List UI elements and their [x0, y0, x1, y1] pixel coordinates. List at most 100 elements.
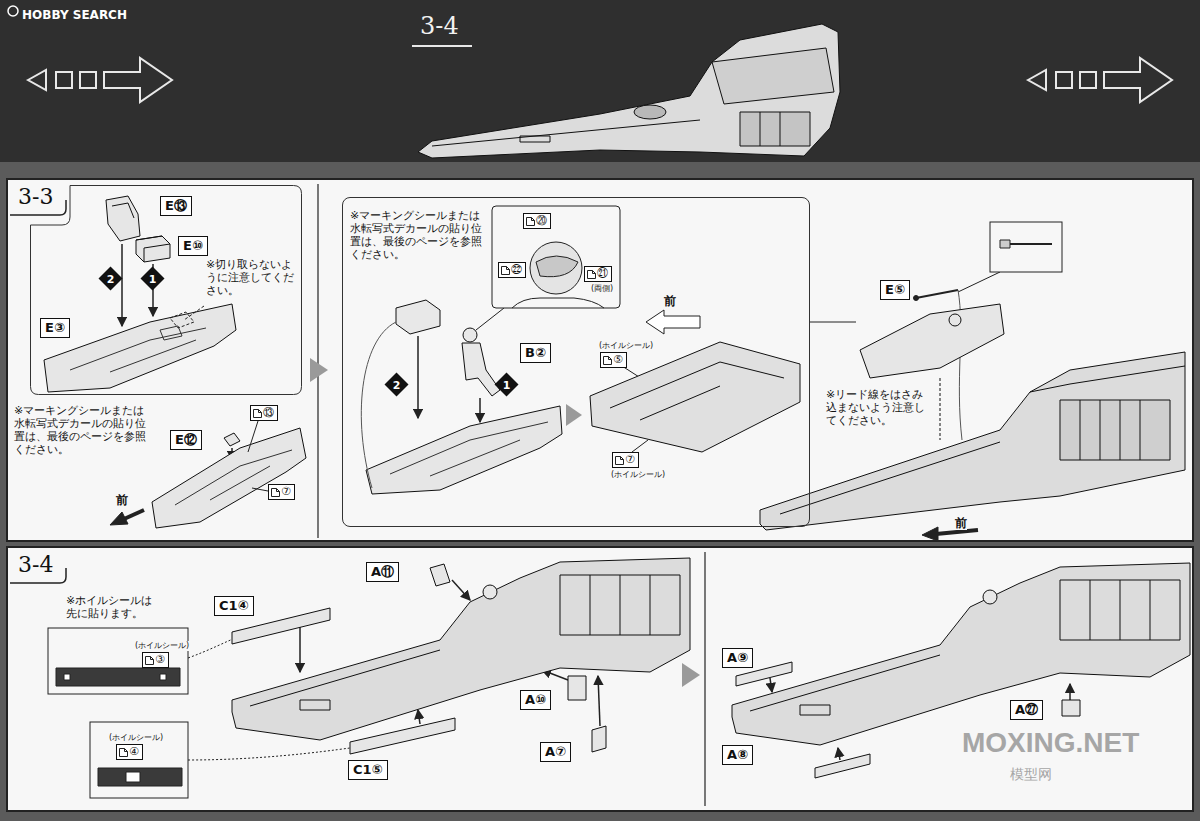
sticker-number-box: (ホイルシール)⑤	[600, 352, 627, 368]
rod-inset	[1000, 240, 1010, 248]
ship-model	[418, 24, 840, 158]
part-number: C1④	[219, 598, 249, 614]
front-mark: 前	[116, 493, 128, 507]
next-step-arrow	[566, 404, 582, 426]
rod-inset	[990, 222, 1062, 272]
ship-model	[732, 563, 1190, 745]
ship-model	[780, 366, 1185, 514]
step-heading: 3-4	[18, 552, 53, 578]
watermark: 模型网	[1010, 766, 1052, 783]
front-arrow	[110, 512, 128, 525]
part-number-box: A⑦	[540, 742, 571, 762]
ship-model	[232, 558, 690, 740]
page-ground	[6, 546, 1194, 812]
label-anchor: ※マーキングシールまたは水転写式デカールの貼り位置は、最後のページを参照ください…	[14, 404, 150, 457]
part-number: A⑪	[371, 564, 394, 580]
sticker-number: ㉑	[597, 267, 608, 281]
sticker-inset	[98, 768, 182, 786]
pilot-inset	[492, 206, 620, 308]
assembly-arrow	[121, 244, 123, 326]
pilot-figure	[361, 300, 500, 488]
sticker-number-box: ⑦	[268, 484, 295, 500]
ship-model	[732, 563, 1190, 745]
direction-arrow	[1028, 70, 1046, 90]
front-arrow	[124, 510, 144, 519]
part-number: A⑧	[727, 747, 748, 763]
sticker-caption: (両側)	[591, 284, 613, 294]
frame-outline	[31, 186, 302, 395]
assembly-arrow	[417, 336, 419, 418]
part-number-box: E⑩	[178, 236, 208, 256]
next-step-arrow	[682, 663, 700, 687]
label-anchor: MOXING.NET	[962, 726, 1139, 760]
leader-line	[476, 308, 504, 330]
part-number: A⑦	[545, 744, 566, 760]
rod-inset	[914, 296, 919, 301]
direction-arrow	[1104, 58, 1172, 102]
sticker-caption: (ホイルシール)	[109, 733, 163, 743]
pilot-inset	[512, 298, 604, 308]
page-ground	[0, 0, 1200, 162]
seat-part	[106, 196, 140, 241]
part-number-box: A⑪	[366, 562, 399, 582]
label-anchor: 模型网	[1010, 764, 1052, 783]
assembly-arrow	[479, 398, 481, 422]
part-number: A⑩	[525, 692, 546, 708]
part-number: E⑩	[183, 238, 203, 254]
ship-model	[940, 378, 941, 440]
sticker-number-box: (ホイルシール)③	[142, 652, 169, 668]
leader-line	[248, 421, 258, 452]
step-order-diamond: 2	[98, 266, 123, 291]
side-panel-part	[1062, 700, 1080, 716]
part-number: E⑬	[165, 198, 187, 214]
direction-arrow	[104, 58, 172, 102]
step-order-diamond: 1	[140, 266, 165, 291]
header-band: 3-4	[0, 0, 1200, 162]
pilot-inset	[530, 242, 582, 294]
step-order-number: 2	[393, 379, 401, 392]
pilot-inset	[492, 206, 620, 308]
part-number-box: A⑧	[722, 745, 753, 765]
assembly-arrow	[1069, 684, 1071, 700]
note-text: ※マーキングシールまたは水転写式デカールの貼り位置は、最後のページを参照ください…	[350, 209, 486, 261]
step-heading: 3-4	[420, 12, 459, 40]
step-order-number: 1	[503, 379, 511, 392]
next-step-arrow	[310, 358, 328, 382]
sticker-number-box: ㉑(両側)	[584, 266, 612, 282]
part-number: E⑤	[885, 282, 905, 298]
pilot-figure	[396, 300, 440, 334]
direction-arrow	[56, 72, 72, 88]
sticker-caption: (ホイルシール)	[599, 341, 653, 351]
step-panel: 3-3※切り取らないように注意してください。E⑬E⑩21E③⑬E⑫⑦※マーキング…	[6, 178, 1194, 542]
note-text: ※ホイルシールは先に貼ります。	[66, 594, 162, 620]
sticker-number-box: ⑦(ホイルシール)	[612, 452, 639, 468]
label-anchor: 前	[664, 290, 676, 309]
ship-model	[983, 590, 997, 604]
pilot-inset	[536, 256, 578, 277]
leader-line	[958, 272, 1000, 292]
step-order-diamond: 2	[384, 372, 409, 397]
direction-arrow	[1080, 72, 1096, 88]
part-number-box: A⑩	[520, 690, 551, 710]
sticker-number-box: (ホイルシール)④	[116, 744, 143, 760]
diamond-shape	[141, 267, 165, 291]
sticker-inset	[64, 674, 166, 680]
part-number-box: B②	[520, 343, 551, 363]
ship-model	[418, 24, 840, 158]
panel-divider	[317, 184, 318, 538]
sticker-number: ⑳	[536, 214, 547, 228]
ship-model	[949, 314, 961, 326]
leader-line	[184, 306, 204, 320]
label-anchor: 前	[955, 512, 967, 531]
assembly-arrow	[418, 710, 420, 724]
part-number-box: E⑫	[170, 430, 202, 450]
watermark: HOBBY SEARCH	[22, 8, 127, 22]
part-number-box: E⑤	[880, 280, 910, 300]
part-number-box: E⑬	[160, 196, 192, 216]
part-number: E⑫	[175, 432, 197, 448]
sub-step-frame: ※マーキングシールまたは水転写式デカールの貼り位置は、最後のページを参照ください…	[342, 197, 810, 527]
cockpit-tub	[44, 304, 236, 392]
step-order-number: 2	[107, 273, 115, 286]
